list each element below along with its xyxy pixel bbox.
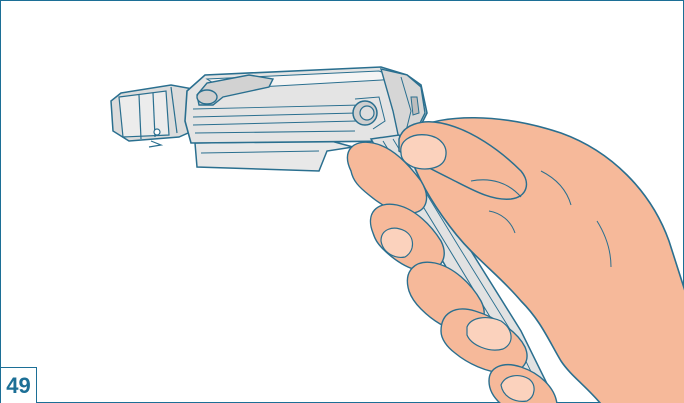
connector-cap xyxy=(111,85,197,147)
figure-number-badge: 49 xyxy=(1,367,37,403)
hand xyxy=(347,118,684,403)
figure-number: 49 xyxy=(6,373,30,399)
